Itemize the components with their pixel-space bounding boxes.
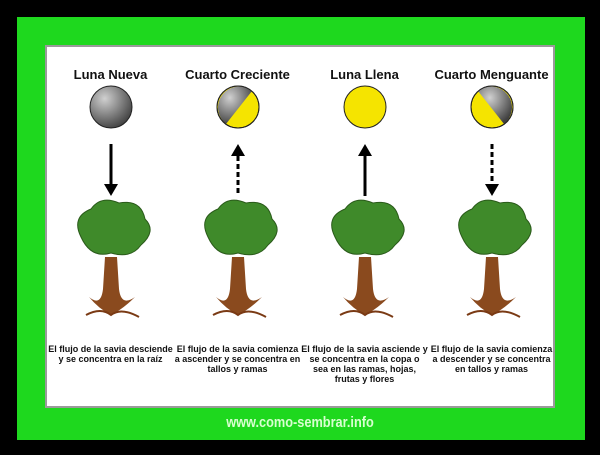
phase-new-moon: Luna Nueva El flujo de la savia desciend… <box>47 47 174 406</box>
phase-first-quarter: Cuarto Creciente El flujo de la savia co… <box>174 47 301 406</box>
phase-description: El flujo de la savia comienza a descende… <box>430 344 553 374</box>
phase-title: Luna Llena <box>330 67 399 82</box>
tree-icon <box>203 199 278 318</box>
phase-description: El flujo de la savia asciende y se conce… <box>301 344 428 384</box>
phase-last-quarter: Cuarto Menguante El flujo de la savia co… <box>428 47 555 406</box>
arrow-down-icon <box>103 144 118 196</box>
phase-title: Cuarto Menguante <box>434 67 549 82</box>
first-quarter-moon-icon <box>216 85 259 129</box>
arrow-down-dashed-icon <box>484 144 499 196</box>
new-moon-icon <box>89 85 132 129</box>
tree-icon <box>76 199 151 318</box>
tree-icon <box>330 199 405 318</box>
last-quarter-moon-icon <box>470 85 513 129</box>
arrow-up-dashed-icon <box>230 144 245 196</box>
website-link[interactable]: www.como-sembrar.info <box>226 414 374 431</box>
tree-icon <box>457 199 532 318</box>
arrow-up-icon <box>357 144 372 196</box>
phase-description: El flujo de la savia comienza a ascender… <box>174 344 301 374</box>
phase-title: Cuarto Creciente <box>185 67 290 82</box>
full-moon-icon <box>343 85 386 129</box>
phase-description: El flujo de la savia desciende y se conc… <box>48 344 173 364</box>
phase-title: Luna Nueva <box>73 67 148 82</box>
phase-full-moon: Luna Llena El flujo de la savia asciende… <box>301 47 428 406</box>
moon-phases-panel: Luna Nueva El flujo de la savia desciend… <box>45 45 555 408</box>
